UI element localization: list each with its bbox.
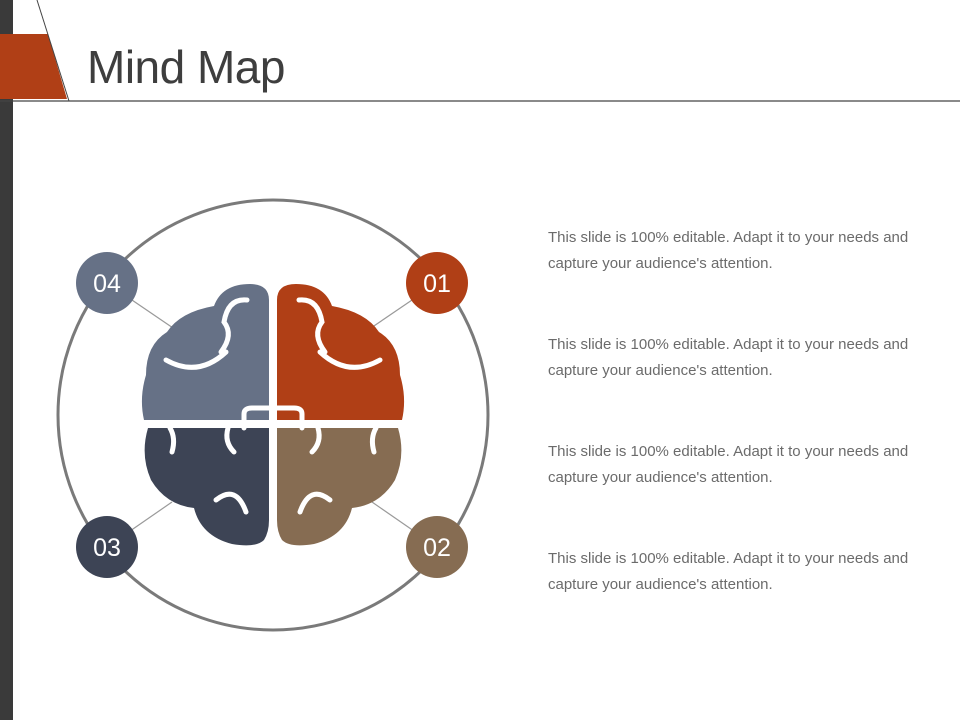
badge-04-label: 04 [93,270,121,298]
header-decoration [0,0,960,102]
sidebar-strip [0,0,13,720]
badge-04: 04 [76,252,138,314]
brain-quadrant-04 [141,284,269,420]
item-description: This slide is 100% editable. Adapt it to… [548,550,909,593]
brain-quadrant-03 [144,428,269,546]
accent-tab [0,34,67,99]
badge-04-circle [76,252,138,314]
badge-03-circle [76,516,138,578]
brain-quadrant-01 [277,284,405,420]
outer-ring [56,198,490,632]
item-description: This slide is 100% editable. Adapt it to… [548,229,909,272]
badge-02: 02 [406,516,468,578]
badge-01-circle [406,252,468,314]
brain-icon [141,284,405,546]
brain-quadrant-02 [277,428,402,546]
badge-02-label: 02 [423,534,451,562]
badge-01-label: 01 [423,270,451,298]
item-description: This slide is 100% editable. Adapt it to… [548,443,909,486]
page-title: Mind Map [87,41,285,93]
badge-02-circle [406,516,468,578]
badge-01: 01 [406,252,468,314]
badge-03: 03 [76,516,138,578]
badge-03-label: 03 [93,534,121,562]
diagonal-rule [36,0,70,102]
item-description: This slide is 100% editable. Adapt it to… [548,336,909,379]
